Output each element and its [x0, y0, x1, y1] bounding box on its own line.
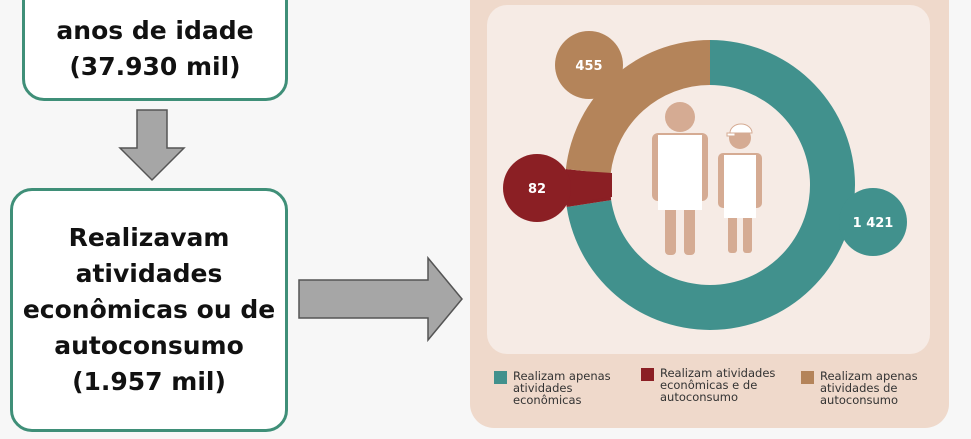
activities-box: Realizavam atividades econômicas ou de a…: [10, 188, 288, 432]
legend-item-both: Realizam atividades econômicas e de auto…: [641, 367, 775, 403]
legend-swatch: [641, 368, 654, 381]
right-arrow-icon: [298, 255, 463, 343]
donut-slice: [565, 40, 710, 174]
legend-swatch: [801, 371, 814, 384]
children-figures-icon: [652, 102, 762, 255]
legend-label: Realizam apenas atividades de autoconsum…: [820, 369, 918, 407]
legend-item-economic: Realizam apenas atividades econômicas: [494, 370, 611, 406]
data-label: 1 421: [853, 216, 894, 231]
down-arrow-icon: [118, 109, 186, 182]
data-label: 455: [575, 59, 602, 74]
donut-slice: [566, 40, 856, 330]
legend-item-selfconsumption: Realizam apenas atividades de autoconsum…: [801, 370, 918, 406]
data-label: 82: [528, 182, 546, 197]
box2-line: atividades: [75, 259, 223, 288]
box2-line: (1.957 mil): [72, 367, 226, 396]
population-text: anos de idade (37.930 mil): [56, 15, 254, 81]
box2-line: econômicas ou de: [22, 295, 276, 324]
box2-line: Realizavam: [68, 223, 230, 252]
box2-line: autoconsumo: [54, 331, 244, 360]
value-bubble: [555, 31, 623, 99]
legend-label: Realizam atividades econômicas e de auto…: [660, 366, 776, 404]
legend-label: Realizam apenas atividades econômicas: [513, 369, 611, 407]
value-bubble: [839, 188, 907, 256]
value-bubble: [503, 154, 571, 222]
legend-swatch: [494, 371, 507, 384]
population-box: anos de idade (37.930 mil): [22, 0, 288, 101]
